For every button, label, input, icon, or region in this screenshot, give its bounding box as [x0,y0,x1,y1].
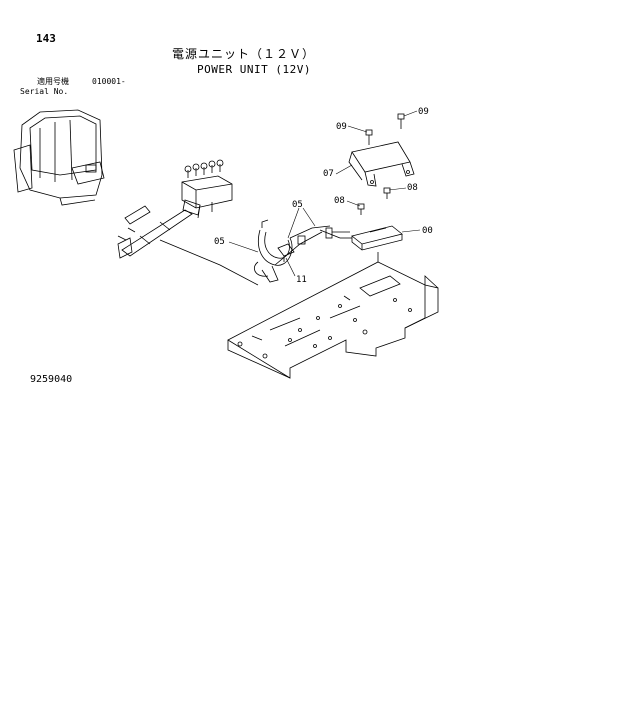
serial-label-japanese: 適用号機 [37,77,69,86]
callout-09-right: 09 [418,107,429,117]
control-valve-block [181,159,233,219]
callout-08-right: 08 [407,183,418,193]
callout-09-left: 09 [336,122,347,132]
bracket-07 [348,141,415,187]
drawing-number: 9259040 [30,374,73,385]
leader-lines [228,110,421,277]
wiring-harness-05 [254,219,350,283]
nut-08-left [357,203,365,215]
serial-value: 010001- [92,77,126,86]
floor-plate [227,252,439,379]
rod-linkage [117,199,259,286]
serial-label-english: Serial No. [20,87,69,96]
page-number: 143 [36,32,56,45]
bolt-09-left [365,129,373,145]
callout-11: 11 [296,275,307,285]
title-english: POWER UNIT (12V) [197,63,311,76]
title-japanese: 電源ユニット（１２Ｖ） [172,47,316,61]
callout-08-left: 08 [334,196,345,206]
clamp-11 [277,243,295,262]
callout-07: 07 [323,169,334,179]
nut-08-right [383,187,391,199]
machine-thumbnail [13,109,105,206]
power-unit-00 [319,225,403,251]
callout-05-top: 05 [292,200,303,210]
callout-05-left: 05 [214,237,225,247]
callout-00: 00 [422,226,433,236]
bolt-09-right [397,113,405,129]
